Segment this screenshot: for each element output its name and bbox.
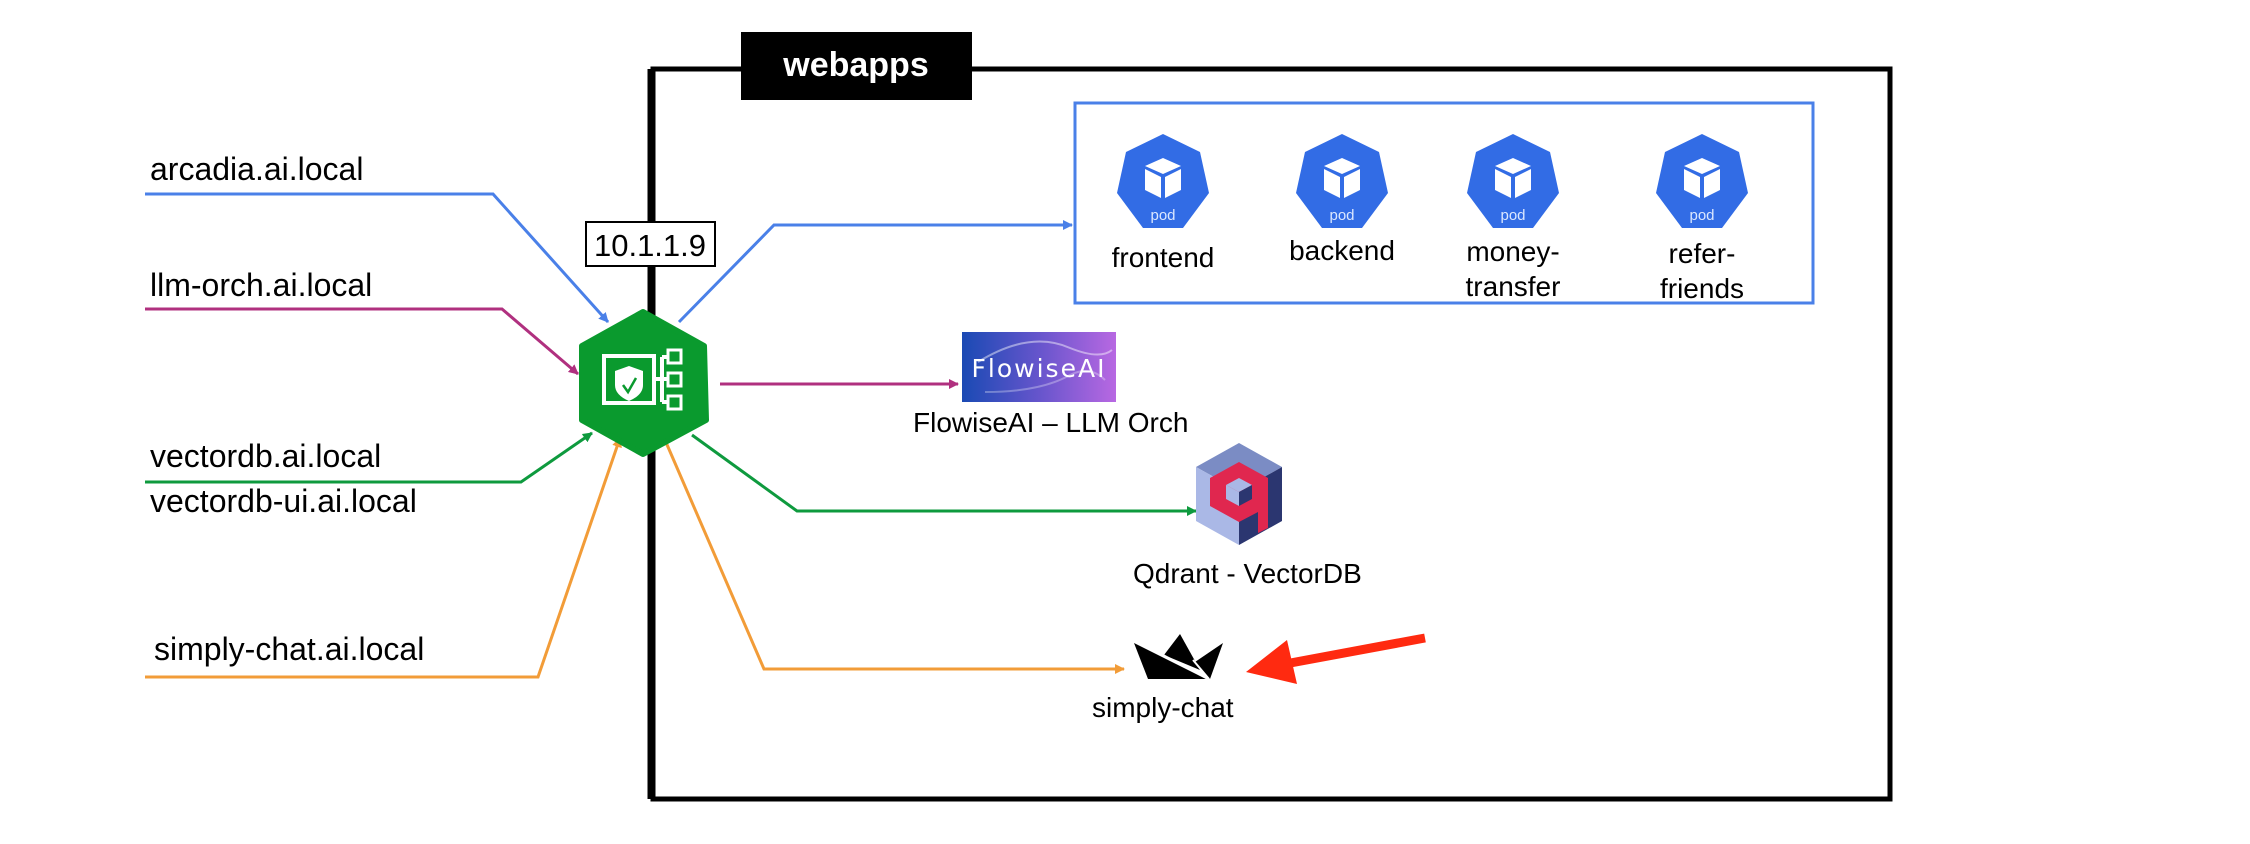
- pod-refer-friends[interactable]: pod refer- friends: [1656, 134, 1748, 304]
- ingress-gateway-icon: [602, 348, 683, 411]
- connector-simply-chat-out: [663, 439, 1125, 674]
- ingress-gateway[interactable]: [579, 309, 709, 457]
- qdrant-label: Qdrant - VectorDB: [1133, 558, 1362, 589]
- simply-chat-label: simply-chat: [1092, 692, 1234, 723]
- host-label-simply-chat: simply-chat.ai.local: [154, 631, 424, 667]
- host-label-arcadia: arcadia.ai.local: [150, 151, 363, 187]
- pod-icon-text: pod: [1689, 207, 1714, 224]
- pod-icon: pod: [1656, 134, 1748, 228]
- namespace-label: webapps: [741, 32, 972, 100]
- pod-backend[interactable]: pod backend: [1289, 134, 1395, 266]
- flowise-logo: FlowiseAI: [962, 332, 1116, 402]
- flowise-label: FlowiseAI – LLM Orch: [913, 407, 1188, 438]
- pod-icon: pod: [1296, 134, 1388, 228]
- connector-qdrant-out: [691, 433, 1197, 516]
- flowise-logo-text: FlowiseAI: [972, 354, 1107, 383]
- connector-pods-out: [677, 220, 1073, 324]
- pod-label-line1: refer-: [1669, 238, 1736, 269]
- pod-label: backend: [1289, 235, 1395, 266]
- host-label-vectordb-ui: vectordb-ui.ai.local: [150, 483, 417, 519]
- service-qdrant[interactable]: Qdrant - VectorDB: [1133, 443, 1362, 589]
- service-simply-chat[interactable]: simply-chat: [1092, 634, 1234, 723]
- connector-simply-chat-in: [145, 437, 622, 679]
- pod-label-line2: transfer: [1466, 271, 1561, 302]
- pod-frontend[interactable]: pod frontend: [1112, 134, 1215, 273]
- pod-label: frontend: [1112, 242, 1215, 273]
- pod-money-transfer[interactable]: pod money- transfer: [1466, 134, 1561, 302]
- gateway-ip-label: 10.1.1.9: [585, 221, 716, 267]
- pod-label-line2: friends: [1660, 273, 1744, 304]
- qdrant-icon: [1196, 443, 1282, 545]
- pods-group-box: [1073, 101, 1815, 305]
- gateway-ip-text: 10.1.1.9: [594, 228, 706, 263]
- pod-icon-text: pod: [1329, 207, 1354, 224]
- connector-llm-orch-in: [145, 307, 579, 376]
- namespace-label-text: webapps: [782, 46, 928, 84]
- gateway-hexagon: [579, 309, 709, 457]
- pod-icon: pod: [1117, 134, 1209, 228]
- highlight-arrow: [1246, 633, 1426, 684]
- host-label-vectordb: vectordb.ai.local: [150, 438, 381, 474]
- pod-icon-text: pod: [1500, 207, 1525, 224]
- pod-label-line1: money-: [1466, 236, 1559, 267]
- pod-icon-text: pod: [1150, 207, 1175, 224]
- connector-arcadia-in: [145, 192, 610, 324]
- service-flowise[interactable]: FlowiseAI FlowiseAI – LLM Orch: [913, 332, 1188, 438]
- pod-icon: pod: [1467, 134, 1559, 228]
- host-label-llm-orch: llm-orch.ai.local: [150, 267, 372, 303]
- connector-vectordb-in: [145, 431, 593, 484]
- streamlit-boat-icon: [1134, 634, 1223, 680]
